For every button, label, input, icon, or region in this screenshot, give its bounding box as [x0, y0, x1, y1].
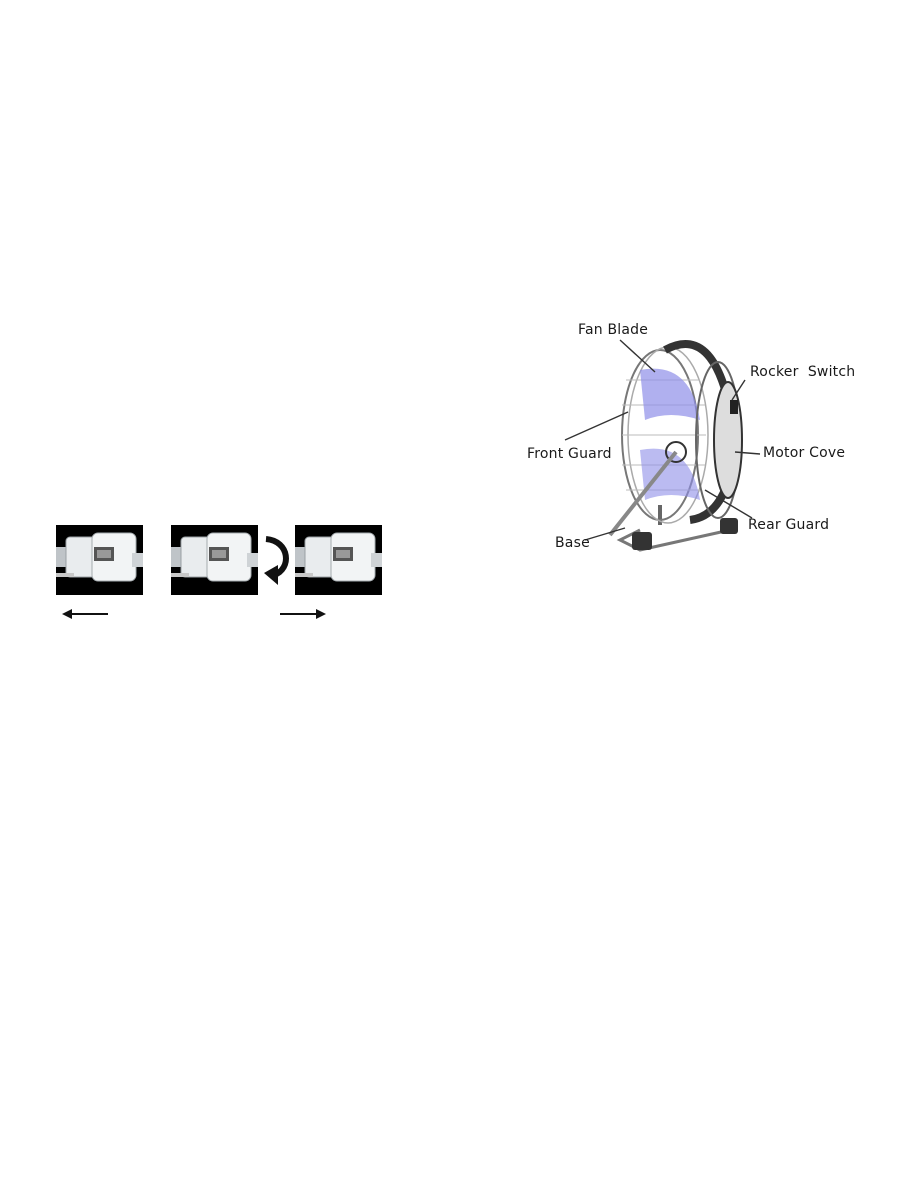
- label-base: Base: [555, 535, 590, 551]
- label-fan-blade: Fan Blade: [578, 322, 649, 338]
- rotate-arrow-icon: [264, 536, 289, 585]
- label-rocker-switch: Rocker Switch: [750, 364, 856, 380]
- plug-photo-3: [295, 525, 382, 595]
- motor-cover: [713, 381, 743, 499]
- plug-photo-2: [171, 525, 258, 595]
- plug-illustration: [171, 532, 258, 582]
- plug-illustration: [56, 532, 143, 582]
- label-front-guard: Front Guard: [527, 446, 612, 462]
- fan-blade: [640, 368, 700, 500]
- label-rear-guard: Rear Guard: [748, 517, 830, 533]
- plug-illustration: [295, 532, 382, 582]
- fan-base: [616, 505, 738, 552]
- label-motor-cove: Motor Cove: [763, 445, 846, 461]
- plug-photo-1: [56, 525, 143, 595]
- left-arrow-icon: [62, 609, 108, 619]
- right-arrow-icon: [280, 609, 326, 619]
